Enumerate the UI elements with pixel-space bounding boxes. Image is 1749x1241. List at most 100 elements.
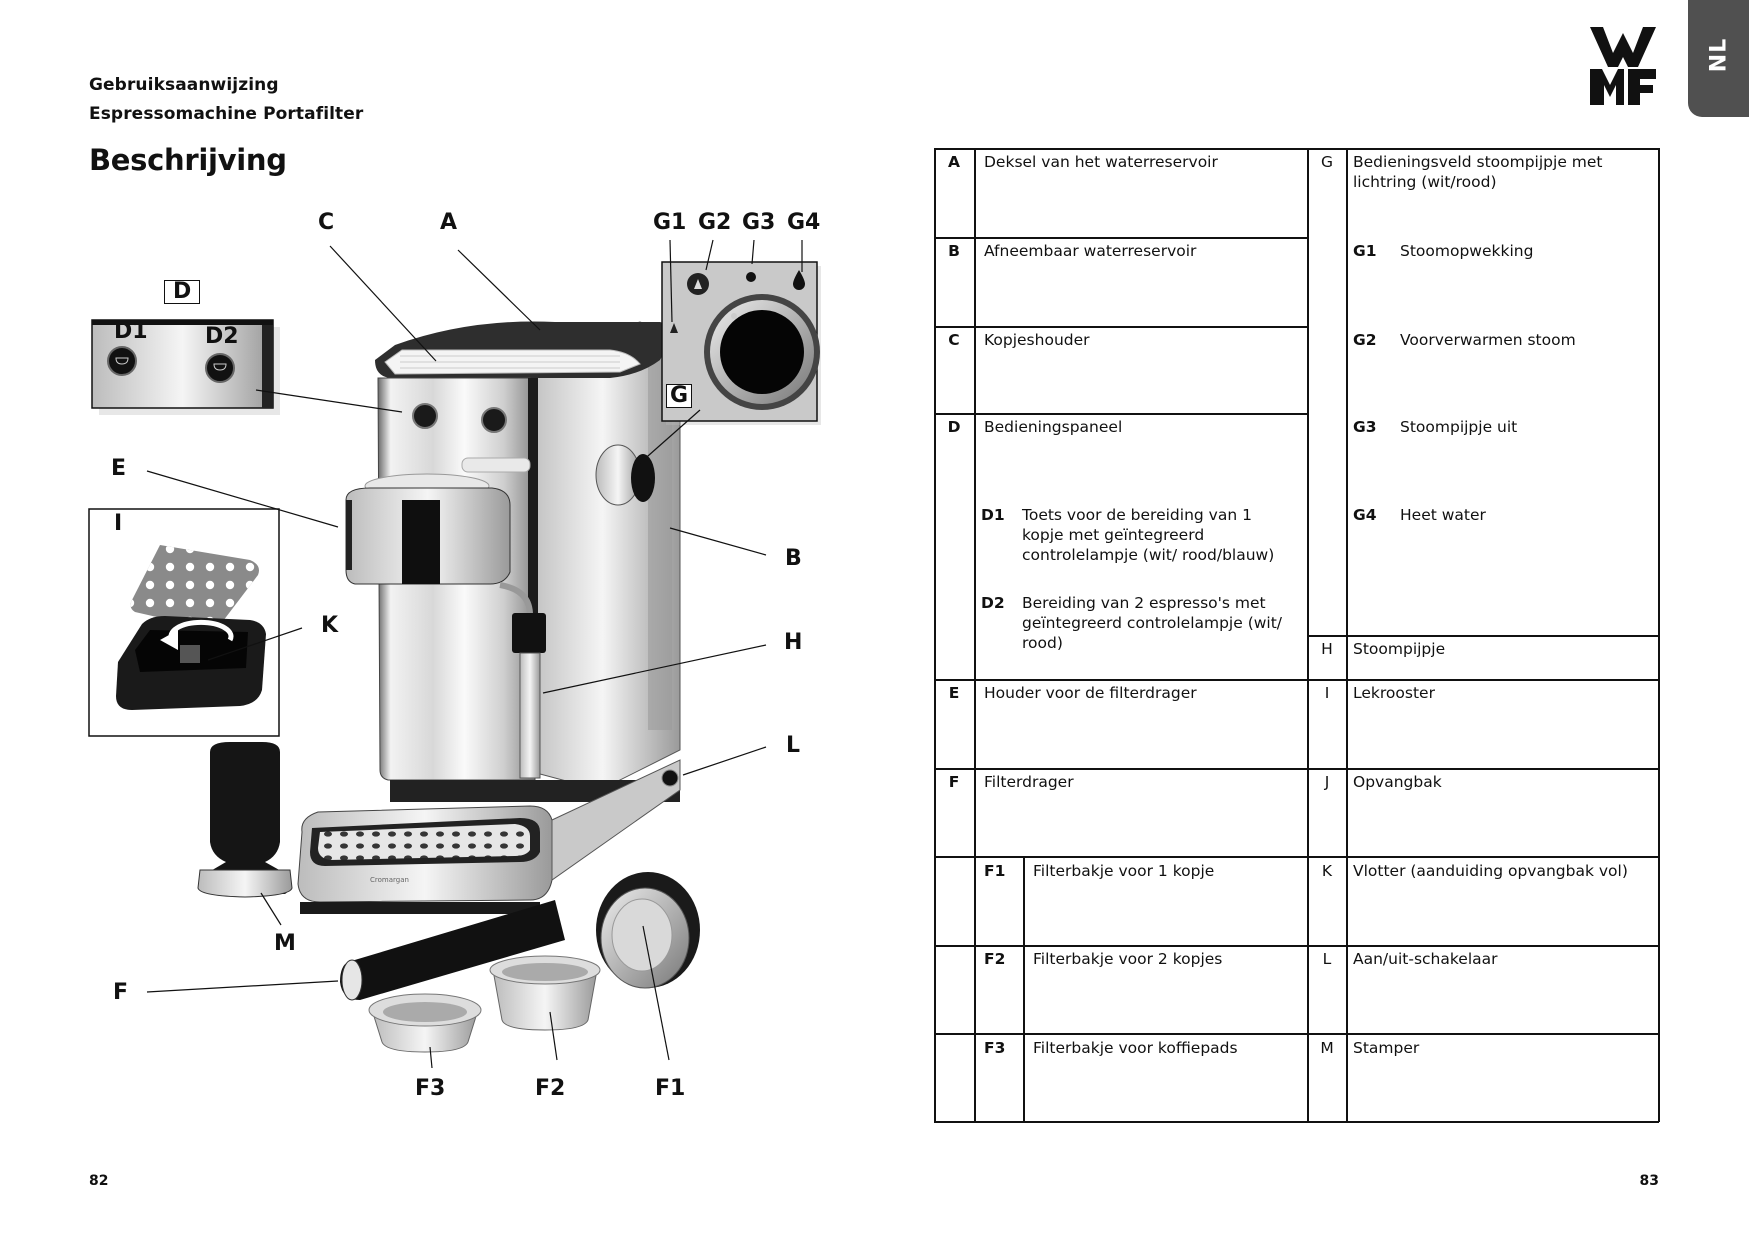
label-g: G (666, 384, 693, 408)
machine-diagram: Cromargan (0, 0, 900, 1140)
label-d1: D1 (114, 319, 148, 344)
leader-lines (146, 239, 803, 1069)
leader-k (207, 627, 303, 661)
leader-g3 (751, 239, 755, 265)
part-code-j: J (1324, 773, 1330, 791)
part-text-f1: Filterbakje voor 1 kopje (1033, 862, 1215, 880)
label-e: E (111, 456, 127, 481)
part-text-f: Filterdrager (984, 773, 1074, 791)
part-text-a: Deksel van het waterreservoir (984, 153, 1218, 171)
part-code-g2: G2 (1353, 331, 1377, 349)
part-code-i: I (1324, 684, 1330, 702)
leader-b (669, 527, 767, 556)
part-text-d1: Toets voor de bereiding van 1 kopje met … (1022, 506, 1275, 564)
leader-c (329, 245, 437, 362)
label-f1: F1 (655, 1076, 686, 1101)
part-text-f3: Filterbakje voor koffiepads (1033, 1039, 1238, 1057)
leader-e (146, 470, 339, 528)
part-text-b: Afneembaar waterreservoir (984, 242, 1197, 260)
section-title: Beschrijving (89, 143, 287, 177)
wmf-logo (1590, 27, 1656, 105)
part-text-g2: Voorverwarmen stoom (1400, 331, 1576, 349)
part-code-c: C (948, 331, 960, 349)
leader-h (542, 644, 767, 694)
label-g2: G2 (698, 210, 732, 235)
label-k: K (321, 613, 339, 638)
part-code-g3: G3 (1353, 418, 1377, 436)
part-code-b: B (948, 242, 960, 260)
part-code-g: G (1320, 153, 1333, 171)
control-panel-inset (91, 319, 280, 415)
label-a: A (440, 210, 458, 235)
part-code-f2: F2 (984, 950, 1006, 968)
label-g3: G3 (742, 210, 776, 235)
leader-a (457, 249, 541, 331)
part-code-k: K (1321, 862, 1333, 880)
part-text-c: Kopjeshouder (984, 331, 1090, 349)
part-code-d2: D2 (981, 594, 1005, 612)
leader-f3 (429, 1046, 433, 1069)
filter-basket-2 (489, 955, 601, 1031)
part-text-d: Bedieningspaneel (984, 418, 1123, 436)
label-g4: G4 (787, 210, 821, 235)
leader-f2 (549, 1011, 558, 1061)
part-text-f2: Filterbakje voor 2 kopjes (1033, 950, 1223, 968)
part-code-f: F (948, 773, 960, 791)
part-text-g3: Stoompijpje uit (1400, 418, 1518, 436)
part-code-g4: G4 (1353, 506, 1377, 524)
label-m: M (274, 931, 296, 956)
part-code-f1: F1 (984, 862, 1006, 880)
part-code-a: A (948, 153, 960, 171)
part-text-g4: Heet water (1400, 506, 1486, 524)
part-text-j: Opvangbak (1353, 773, 1442, 791)
part-text-l: Aan/uit-schakelaar (1353, 950, 1498, 968)
label-l: L (786, 733, 801, 758)
steam-knob (595, 444, 655, 506)
leader-f1 (642, 925, 670, 1061)
document-subtitle: Espressomachine Portafilter (89, 104, 364, 124)
leader-d (255, 389, 403, 413)
part-text-d2: Bereiding van 2 espresso's met geïntegre… (1022, 594, 1283, 652)
drip-tray: Cromargan (297, 759, 681, 914)
label-f: F (113, 980, 129, 1005)
part-code-d1: D1 (981, 506, 1005, 524)
wmf-logo-icon (1590, 27, 1656, 105)
leader-g2 (705, 239, 714, 271)
water-tank-lid (375, 321, 672, 378)
part-text-g1: Stoomopwekking (1400, 242, 1534, 260)
filter-basket-pads (368, 993, 482, 1053)
steam-wand (499, 582, 546, 779)
language-tab-label: NL (1706, 37, 1731, 73)
leader-f (146, 980, 339, 993)
label-g1: G1 (653, 210, 687, 235)
leader-m (260, 892, 282, 926)
label-i: I (114, 511, 123, 536)
part-text-k: Vlotter (aanduiding opvangbak vol) (1353, 862, 1628, 880)
part-text-h: Stoompijpje (1353, 640, 1446, 658)
portafilter-holder (345, 473, 511, 585)
document-title: Gebruiksaanwijzing (89, 75, 279, 95)
label-f3: F3 (415, 1076, 446, 1101)
part-code-e: E (948, 684, 960, 702)
water-tank (524, 321, 681, 791)
page-number-left: 82 (89, 1173, 109, 1189)
drip-tray-marking: Cromargan (370, 876, 409, 884)
leader-l (682, 746, 767, 776)
part-code-d: D (947, 418, 961, 436)
language-tab: NL (1688, 0, 1749, 117)
leader-g (639, 409, 701, 464)
part-code-h: H (1321, 640, 1333, 658)
page-number-right: 83 (1639, 1173, 1659, 1189)
part-text-g: Bedieningsveld stoompijpje met lichtring… (1353, 153, 1603, 191)
label-b: B (785, 546, 802, 571)
label-h: H (784, 630, 803, 655)
parts-table: A Deksel van het waterreservoir B Afneem… (934, 148, 1660, 1123)
label-d: D (164, 280, 201, 304)
part-text-e: Houder voor de filterdrager (984, 684, 1197, 702)
label-c: C (318, 210, 335, 235)
part-text-i: Lekrooster (1353, 684, 1435, 702)
part-code-g1: G1 (1353, 242, 1377, 260)
part-code-l: L (1322, 950, 1332, 968)
leader-g1 (669, 239, 673, 323)
tamper (197, 742, 293, 898)
